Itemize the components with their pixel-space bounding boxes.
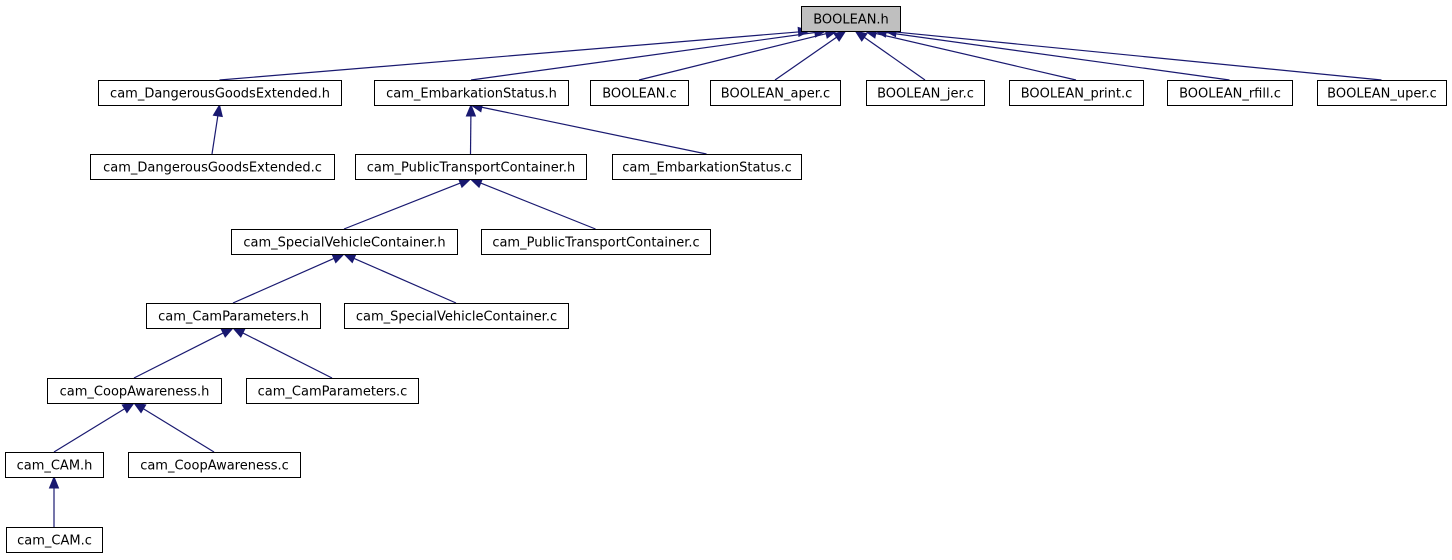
edge-boolean_print_c-to-boolean_h	[875, 32, 1077, 81]
node-box	[1167, 80, 1293, 106]
node-box	[90, 154, 335, 180]
node-cam-embarkationstatus-h[interactable]: cam_EmbarkationStatus.h	[374, 80, 569, 106]
arrowhead-cam_cam_h-to-cam_coopawareness_h	[121, 402, 136, 414]
node-label: BOOLEAN_rfill.c	[1179, 87, 1281, 102]
node-label: cam_CAM.h	[17, 459, 93, 474]
node-label: cam_EmbarkationStatus.h	[386, 87, 557, 102]
node-boolean-jer-c[interactable]: BOOLEAN_jer.c	[866, 80, 985, 106]
node-boolean-h[interactable]: BOOLEAN.h	[801, 6, 901, 32]
node-cam-coopawareness-h[interactable]: cam_CoopAwareness.h	[47, 378, 222, 404]
node-label: cam_DangerousGoodsExtended.h	[110, 87, 330, 102]
node-label: cam_CoopAwareness.c	[140, 459, 289, 474]
node-box	[481, 229, 711, 255]
arrowhead-cam_specialvehiclecontainer_h-to-cam_publictransportcontainer_h	[457, 178, 472, 189]
edge-boolean_rfill_c-to-boolean_h	[885, 31, 1230, 81]
node-box	[374, 80, 569, 106]
node-box	[47, 378, 222, 404]
node-box	[5, 452, 104, 478]
edge-cam_camparameters_c-to-cam_camparameters_h	[242, 332, 333, 379]
node-label: cam_PublicTransportContainer.h	[367, 161, 575, 176]
node-cam-embarkationstatus-c[interactable]: cam_EmbarkationStatus.c	[612, 154, 802, 180]
node-label: cam_CoopAwareness.h	[60, 385, 210, 400]
node-label: cam_DangerousGoodsExtended.c	[103, 161, 322, 176]
node-label: BOOLEAN.h	[813, 13, 889, 28]
node-label: cam_SpecialVehicleContainer.h	[243, 236, 445, 251]
edge-cam_dangerousgoodsextended_c-to-cam_dangerousgoodsextended_h	[211, 115, 219, 155]
node-label: BOOLEAN_print.c	[1021, 87, 1133, 102]
node-box	[146, 303, 321, 329]
node-box	[246, 378, 419, 404]
node-label: cam_CAM.c	[17, 534, 92, 549]
edge-cam_embarkationstatus_c-to-cam_embarkationstatus_h	[481, 106, 707, 155]
arrowhead-cam_specialvehiclecontainer_c-to-cam_specialvehiclecontainer_h	[342, 253, 357, 264]
node-box	[612, 154, 802, 180]
node-label: cam_PublicTransportContainer.c	[492, 236, 699, 251]
edge-cam_camparameters_h-to-cam_specialvehiclecontainer_h	[232, 257, 335, 304]
edge-boolean_uper_c-to-boolean_h	[895, 31, 1382, 81]
node-cam-dangerousgoodsextended-h[interactable]: cam_DangerousGoodsExtended.h	[98, 80, 342, 106]
edge-boolean_c-to-boolean_h	[638, 33, 827, 81]
node-label: BOOLEAN_aper.c	[721, 87, 830, 102]
node-cam-cam-h[interactable]: cam_CAM.h	[5, 452, 104, 478]
node-label: cam_EmbarkationStatus.c	[622, 161, 792, 176]
edge-cam_publictransportcontainer_c-to-cam_publictransportcontainer_h	[480, 182, 596, 230]
node-cam-camparameters-h[interactable]: cam_CamParameters.h	[146, 303, 321, 329]
arrowhead-cam_publictransportcontainer_h-to-cam_embarkationstatus_h	[465, 103, 477, 117]
arrowhead-cam_cam_c-to-cam_cam_h	[48, 475, 60, 489]
node-cam-specialvehiclecontainer-h[interactable]: cam_SpecialVehicleContainer.h	[231, 229, 458, 255]
arrowhead-cam_coopawareness_h-to-cam_camparameters_h	[220, 327, 235, 338]
node-box	[344, 303, 569, 329]
arrowhead-cam_dangerousgoodsextended_c-to-cam_dangerousgoodsextended_h	[212, 103, 223, 118]
node-cam-coopawareness-c[interactable]: cam_CoopAwareness.c	[128, 452, 301, 478]
node-boolean-uper-c[interactable]: BOOLEAN_uper.c	[1317, 80, 1447, 106]
edge-boolean_aper_c-to-boolean_h	[774, 36, 837, 81]
node-label: BOOLEAN_uper.c	[1327, 87, 1437, 102]
node-box	[866, 80, 985, 106]
arrowhead-cam_camparameters_h-to-cam_specialvehiclecontainer_h	[331, 253, 346, 264]
node-cam-specialvehiclecontainer-c[interactable]: cam_SpecialVehicleContainer.c	[344, 303, 569, 329]
edge-cam_coopawareness_h-to-cam_camparameters_h	[133, 332, 224, 379]
node-box	[590, 80, 689, 106]
node-label: cam_SpecialVehicleContainer.c	[356, 310, 557, 325]
node-label: BOOLEAN_jer.c	[877, 87, 974, 102]
edge-cam_specialvehiclecontainer_h-to-cam_publictransportcontainer_h	[343, 182, 461, 230]
node-box	[801, 6, 901, 32]
node-label: cam_CamParameters.h	[158, 310, 309, 325]
node-boolean-aper-c[interactable]: BOOLEAN_aper.c	[710, 80, 841, 106]
node-box	[231, 229, 458, 255]
arrowhead-cam_publictransportcontainer_c-to-cam_publictransportcontainer_h	[469, 178, 484, 189]
node-box	[1317, 80, 1447, 106]
node-boolean-print-c[interactable]: BOOLEAN_print.c	[1009, 80, 1144, 106]
node-cam-publictransportcontainer-c[interactable]: cam_PublicTransportContainer.c	[481, 229, 711, 255]
node-label: BOOLEAN.c	[602, 87, 677, 102]
edge-cam_embarkationstatus_h-to-boolean_h	[470, 31, 816, 81]
arrowhead-boolean_aper_c-to-boolean_h	[833, 30, 847, 42]
edge-cam_specialvehiclecontainer_c-to-cam_specialvehiclecontainer_h	[353, 257, 457, 304]
node-box	[6, 527, 103, 553]
node-box	[1009, 80, 1144, 106]
edge-cam_dangerousgoodsextended_h-to-boolean_h	[219, 31, 799, 81]
node-box	[98, 80, 342, 106]
edge-boolean_jer_c-to-boolean_h	[863, 36, 926, 81]
node-box	[710, 80, 841, 106]
node-box	[355, 154, 587, 180]
edge-cam_cam_h-to-cam_coopawareness_h	[53, 408, 125, 453]
node-cam-camparameters-c[interactable]: cam_CamParameters.c	[246, 378, 419, 404]
node-boolean-rfill-c[interactable]: BOOLEAN_rfill.c	[1167, 80, 1293, 106]
arrowhead-cam_camparameters_c-to-cam_camparameters_h	[231, 327, 246, 338]
arrowhead-cam_coopawareness_c-to-cam_coopawareness_h	[132, 402, 147, 414]
node-boolean-c[interactable]: BOOLEAN.c	[590, 80, 689, 106]
node-label: cam_CamParameters.c	[258, 385, 408, 400]
edge-cam_coopawareness_c-to-cam_coopawareness_h	[143, 408, 215, 453]
arrowhead-boolean_jer_c-to-boolean_h	[854, 30, 868, 42]
node-box	[128, 452, 301, 478]
node-cam-dangerousgoodsextended-c[interactable]: cam_DangerousGoodsExtended.c	[90, 154, 335, 180]
node-cam-cam-c[interactable]: cam_CAM.c	[6, 527, 103, 553]
node-cam-publictransportcontainer-h[interactable]: cam_PublicTransportContainer.h	[355, 154, 587, 180]
